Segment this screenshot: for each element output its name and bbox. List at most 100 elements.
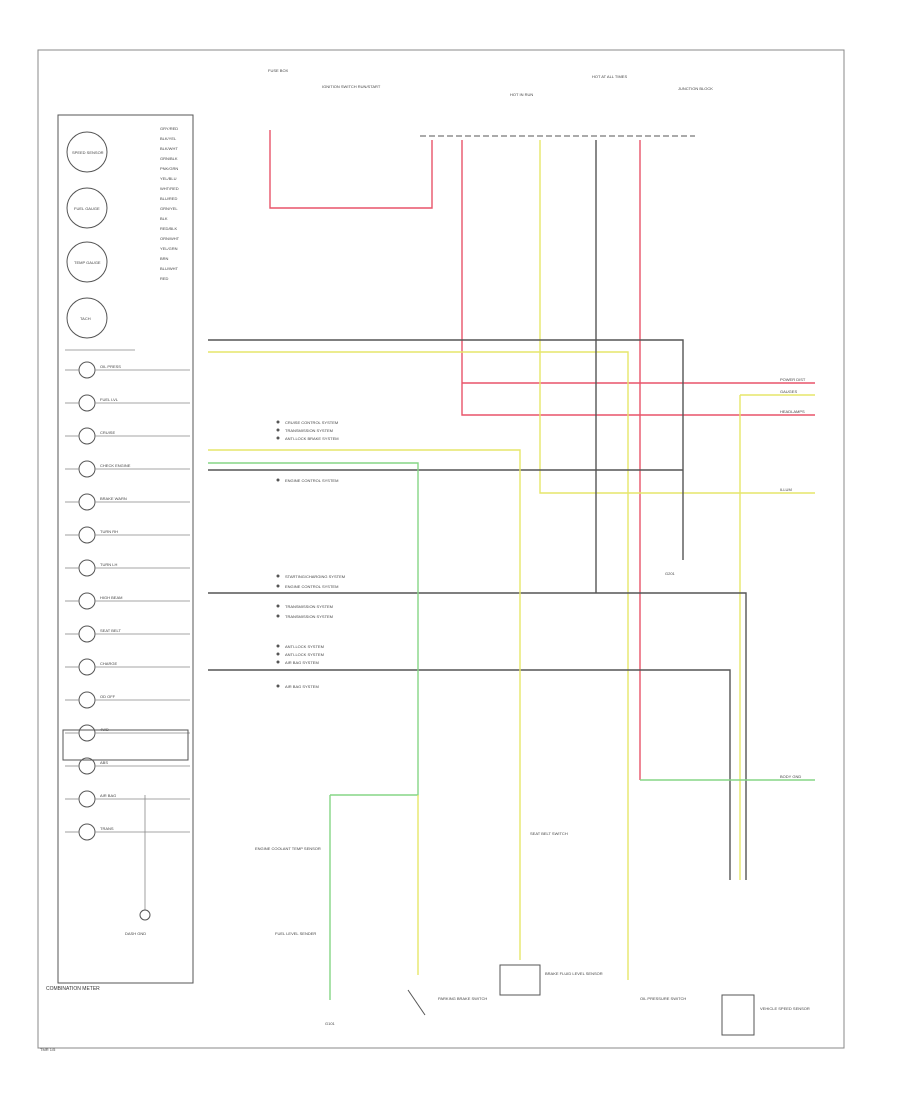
fuel-sender-label: FUEL LEVEL SENDER — [275, 931, 316, 936]
lamp-label: CRUISE — [100, 430, 115, 435]
top-junction-label: JUNCTION BLOCK — [678, 86, 713, 91]
parking-brake-switch: PARKING BRAKE SWITCH — [407, 989, 487, 1016]
lamp-15: TRANS — [65, 823, 190, 841]
meter-pin-label: BRN — [160, 256, 169, 261]
gauge-fuel — [66, 187, 108, 229]
gauge-label-4: TACH — [80, 316, 91, 321]
connector-label-7: TRANSMISSION SYSTEM — [276, 604, 333, 609]
connector-text: ENGINE CONTROL SYSTEM — [285, 478, 338, 483]
lamp-7: TURN LH — [65, 559, 190, 577]
combination-meter: SPEED SENSOR FUEL GAUGE TEMP GAUGE TACH … — [57, 114, 194, 984]
connector-text: ANTI-LOCK SYSTEM — [285, 644, 324, 649]
meter-pin-label: BLK/WHT — [160, 146, 178, 151]
dash-ground-label: DASH GND — [125, 931, 146, 936]
lamp-label: CHARGE — [100, 661, 117, 666]
connector-text: CRUISE CONTROL SYSTEM — [285, 420, 338, 425]
connector-labels: CRUISE CONTROL SYSTEM TRANSMISSION SYSTEM… — [276, 420, 345, 689]
meter-pin-label: GRN/YEL — [160, 206, 178, 211]
connector-label-5: STARTING/CHARGING SYSTEM — [276, 574, 345, 579]
connector-text: ANTI-LOCK SYSTEM — [285, 652, 324, 657]
gauge-speed — [66, 131, 108, 173]
connector-label-12: AIR BAG SYSTEM — [276, 684, 319, 689]
oil-pressure-switch: OIL PRESSURE SWITCH — [640, 996, 686, 1001]
connector-label-3: ANTI-LOCK BRAKE SYSTEM — [276, 436, 339, 441]
brake-fluid-sensor: BRAKE FLUID LEVEL SENSOR — [499, 964, 603, 996]
parking-brake-label: PARKING BRAKE SWITCH — [438, 996, 487, 1001]
ground-symbol-left: G101 — [325, 1021, 336, 1026]
gauge-label-1: SPEED SENSOR — [72, 150, 104, 155]
vehicle-speed-sensor: VEHICLE SPEED SENSOR — [721, 994, 810, 1036]
lamp-label: HIGH BEAM — [100, 595, 122, 600]
meter-pin-label: BLK/YEL — [160, 136, 177, 141]
meter-pin-label: RED/BLK — [160, 226, 177, 231]
right-label-2: GAUGES — [780, 389, 797, 394]
lamp-11: OD OFF — [65, 691, 190, 709]
lamp-label: TURN RH — [100, 529, 118, 534]
top-fuse-box-label: FUSE BOX — [268, 68, 289, 73]
connector-text: TRANSMISSION SYSTEM — [285, 614, 333, 619]
ground-mid-label: G201 — [665, 571, 676, 576]
lamp-label: TURN LH — [100, 562, 117, 567]
lamp-label: TRANS — [100, 826, 114, 831]
connector-text: ANTI-LOCK BRAKE SYSTEM — [285, 436, 339, 441]
meter-pin-label: BLU/WHT — [160, 266, 179, 271]
lamp-label: ABS — [100, 760, 108, 765]
meter-pin-label: BLK — [160, 216, 168, 221]
meter-pin-label: PNK/GRN — [160, 166, 178, 171]
meter-pins: GRY/REDBLK/YELBLK/WHTGRN/BLKPNK/GRNYEL/B… — [160, 126, 180, 281]
connector-text: ENGINE CONTROL SYSTEM — [285, 584, 338, 589]
lamp-8: HIGH BEAM — [65, 592, 190, 610]
gauge-label-3: TEMP GAUGE — [74, 260, 101, 265]
lamp-2: FUEL LVL — [65, 394, 190, 412]
lamp-6: TURN RH — [65, 526, 190, 544]
connector-text: AIR BAG SYSTEM — [285, 684, 319, 689]
lamp-label: BRAKE WARN — [100, 496, 127, 501]
top-hot-run-label: HOT IN RUN — [510, 92, 533, 97]
connector-text: TRANSMISSION SYSTEM — [285, 428, 333, 433]
connector-label-10: ANTI-LOCK SYSTEM — [276, 652, 324, 657]
lamp-1: OIL PRESS — [65, 361, 190, 379]
lamp-12: 4WD — [65, 724, 190, 742]
lamp-label: FUEL LVL — [100, 397, 119, 402]
right-label-5: BODY GND — [780, 774, 801, 779]
top-ignition-label: IGNITION SWITCH RUN/START — [322, 84, 381, 89]
right-label-4: ILLUM — [780, 487, 792, 492]
seat-belt-label: SEAT BELT SWITCH — [530, 831, 568, 836]
connector-label-4: ENGINE CONTROL SYSTEM — [276, 478, 338, 483]
vehicle-speed-label: VEHICLE SPEED SENSOR — [760, 1006, 810, 1011]
connector-label-9: ANTI-LOCK SYSTEM — [276, 644, 324, 649]
lamp-label: CHECK ENGINE — [100, 463, 131, 468]
lamp-10: CHARGE — [65, 658, 190, 676]
connector-label-8: TRANSMISSION SYSTEM — [276, 614, 333, 619]
diagram-frame — [37, 49, 845, 1049]
meter-pin-label: WHT/RED — [160, 186, 179, 191]
gauge-tach — [66, 297, 108, 339]
seat-belt-switch: SEAT BELT SWITCH — [530, 831, 568, 836]
connector-label-6: ENGINE CONTROL SYSTEM — [276, 584, 338, 589]
connector-label-1: CRUISE CONTROL SYSTEM — [276, 420, 338, 425]
lamp-label: OD OFF — [100, 694, 116, 699]
engine-coolant-label: ENGINE COOLANT TEMP SENSOR — [255, 846, 321, 851]
indicator-lamps: OIL PRESS FUEL LVL CRUISE CHECK ENGINE BRAKE… — [65, 361, 190, 841]
lamp-label: AIR BAG — [100, 793, 116, 798]
connector-label-11: AIR BAG SYSTEM — [276, 660, 319, 665]
meter-pin-label: GRY/RED — [160, 126, 178, 131]
oil-pressure-label: OIL PRESSURE SWITCH — [640, 996, 686, 1001]
lamp-label: SEAT BELT — [100, 628, 121, 633]
connector-text: TRANSMISSION SYSTEM — [285, 604, 333, 609]
connector-text: AIR BAG SYSTEM — [285, 660, 319, 665]
connector-label-2: TRANSMISSION SYSTEM — [276, 428, 333, 433]
ground-left-label: G101 — [325, 1021, 336, 1026]
ground-symbol-mid: G201 — [665, 571, 676, 576]
top-hot-all-label: HOT AT ALL TIMES — [592, 74, 627, 79]
meter-pin-label: ORN/WHT — [160, 236, 180, 241]
lamp-3: CRUISE — [65, 427, 190, 445]
right-label-3: HEADLAMPS — [780, 409, 805, 414]
meter-pin-label: BLU/RED — [160, 196, 177, 201]
lamp-label: OIL PRESS — [100, 364, 121, 369]
meter-pin-label: RED — [160, 276, 169, 281]
lamp-9: SEAT BELT — [65, 625, 190, 643]
fuel-level-sender: FUEL LEVEL SENDER — [275, 931, 316, 936]
dash-ground-symbol — [139, 909, 151, 921]
